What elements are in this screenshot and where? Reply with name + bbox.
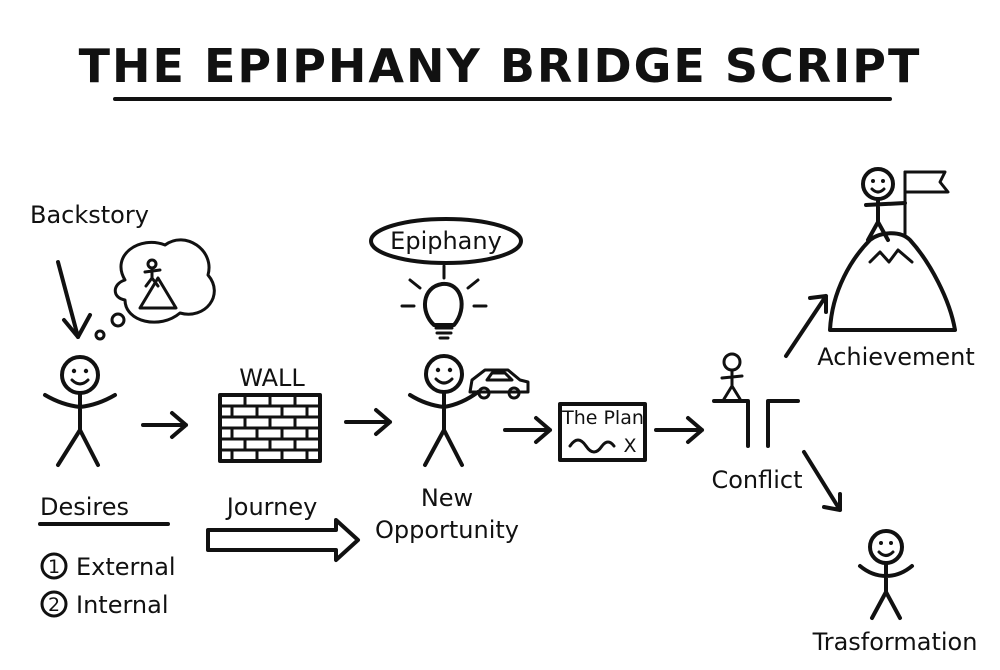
desire-external: External: [76, 553, 176, 581]
flow-arrow-1: [141, 411, 188, 439]
plan-box: [558, 402, 647, 462]
number-two-circle: [40, 590, 68, 618]
stick-figure-icon: [858, 529, 914, 620]
backstory-label: Backstory: [30, 201, 149, 229]
number-one: 1: [48, 556, 60, 578]
plan-x-mark: X: [623, 435, 636, 457]
achievement-arrow: [784, 294, 828, 358]
transformation-label: Trasformation: [812, 628, 978, 656]
conflict-label: Conflict: [711, 466, 802, 494]
epiphany-label: Epiphany: [390, 227, 502, 255]
desires-heading: Desires: [40, 493, 129, 521]
cliff-gap-icon: [712, 399, 800, 448]
number-two: 2: [48, 594, 60, 616]
new-label: New: [421, 484, 473, 512]
flow-arrow-2: [344, 408, 392, 436]
stick-figure-icon: [861, 167, 907, 242]
stick-figure-icon: [720, 352, 744, 401]
flow-arrow-4: [654, 416, 704, 444]
plan-path-squiggle: [568, 438, 616, 454]
backstory-arrow: [56, 260, 80, 339]
car-icon: [468, 368, 530, 400]
backstory-arrowhead: [62, 313, 92, 339]
number-one-circle: [40, 552, 68, 580]
achievement-label: Achievement: [817, 343, 975, 371]
flag-icon: [903, 170, 950, 237]
wall-label: WALL: [239, 364, 305, 392]
journey-label: Journey: [225, 493, 318, 521]
opportunity-label: Opportunity: [375, 516, 519, 544]
plan-title: The Plan: [561, 407, 644, 429]
mountain-icon: [828, 231, 957, 332]
desire-internal: Internal: [76, 591, 169, 619]
transformation-arrow: [802, 450, 842, 512]
page-title: THE EPIPHANY BRIDGE SCRIPT: [79, 39, 922, 93]
light-bulb-icon: [400, 264, 488, 340]
journey-block-arrow: [206, 518, 360, 562]
stick-figure-icon: [43, 355, 117, 467]
flow-arrow-3: [503, 416, 552, 444]
brick-wall-icon: [218, 393, 322, 463]
stick-figure-icon: [408, 354, 480, 467]
thought-bubble-icon: [94, 238, 216, 341]
epiphany-bubble: [369, 217, 523, 265]
